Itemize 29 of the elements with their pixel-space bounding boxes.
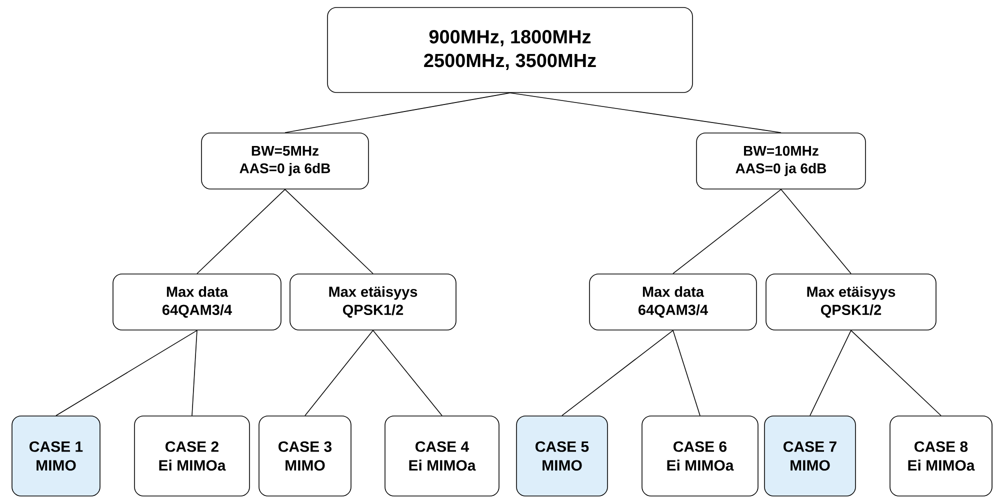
connector-line — [284, 189, 374, 274]
connector-line — [372, 330, 442, 416]
mode-box: Max etäisyys QPSK1/2 — [290, 274, 456, 330]
case-box: CASE 6 Ei MIMOa — [642, 416, 758, 496]
connector-line — [304, 330, 374, 416]
connector-line — [850, 330, 942, 416]
mode-box: Max data 64QAM3/4 — [112, 274, 282, 330]
connector-line — [56, 330, 198, 416]
case-box: CASE 3 MIMO — [258, 416, 352, 496]
bandwidth-box: BW=10MHz AAS=0 ja 6dB — [696, 132, 866, 190]
connector-line — [196, 189, 286, 274]
mode-box: Max data 64QAM3/4 — [589, 274, 757, 330]
case-box: CASE 2 Ei MIMOa — [134, 416, 250, 496]
connector-line — [562, 330, 674, 416]
case-box: CASE 1 MIMO — [12, 416, 100, 496]
case-box: CASE 8 Ei MIMOa — [890, 416, 992, 496]
case-box: CASE 4 Ei MIMOa — [384, 416, 500, 496]
connector-line — [192, 330, 198, 416]
case-box: CASE 5 MIMO — [516, 416, 608, 496]
bandwidth-box: BW=5MHz AAS=0 ja 6dB — [201, 132, 369, 190]
connector-line — [672, 189, 782, 274]
mode-box: Max etäisyys QPSK1/2 — [766, 274, 936, 330]
connector-line — [780, 189, 852, 274]
case-box: CASE 7 MIMO — [764, 416, 856, 496]
connector-line — [810, 330, 852, 416]
connector-line — [672, 330, 700, 416]
frequency-box: 900MHz, 1800MHz 2500MHz, 3500MHz — [327, 7, 693, 93]
connector-line — [510, 92, 782, 133]
connector-line — [284, 92, 510, 133]
